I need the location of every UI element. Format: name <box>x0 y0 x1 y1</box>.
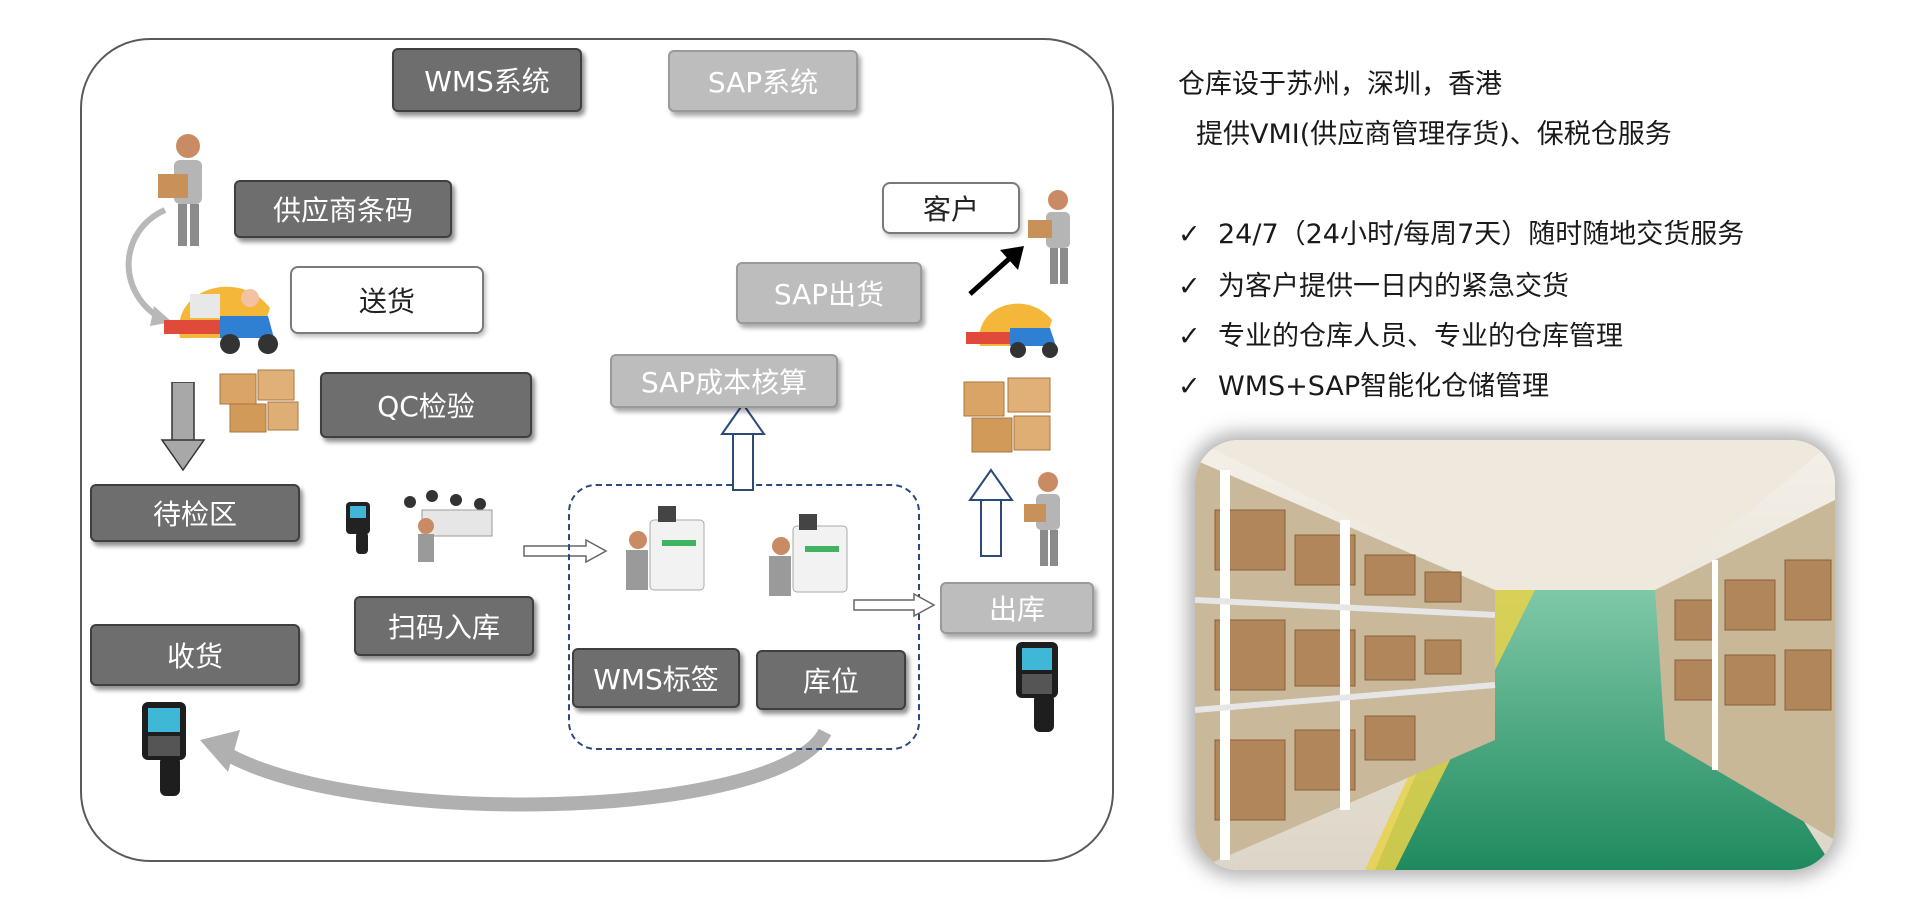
return-curve-arrow-icon <box>200 728 832 812</box>
cardboard-boxes-right-icon <box>963 377 1051 453</box>
location-box: 库位 <box>756 650 906 710</box>
right-arrow-icon <box>523 538 608 564</box>
pending-area-box: 待检区 <box>90 484 300 542</box>
warehouse-photo <box>1195 440 1835 870</box>
worker-person-icon <box>1024 472 1060 566</box>
customer-box: 客户 <box>882 182 1020 234</box>
delivery-scooter-right-icon <box>966 303 1058 358</box>
handheld-scanner-icon <box>346 502 370 554</box>
supplier-person-icon <box>158 134 202 246</box>
cardboard-boxes-icon <box>219 369 299 433</box>
bullet-item: ✓24/7（24小时/每周7天）随时随地交货服务 <box>1178 219 1745 250</box>
down-arrow-icon <box>160 382 206 472</box>
sap-system-box: SAP系统 <box>668 50 858 112</box>
qc-inspection-box: QC检验 <box>320 372 532 438</box>
handheld-scanner-outbound-icon <box>1016 642 1058 732</box>
workstation-icon <box>626 506 705 591</box>
black-arrow-icon <box>968 246 1024 296</box>
wms-label-box: WMS标签 <box>572 648 740 708</box>
up-arrow-icon <box>720 402 766 491</box>
outbound-box: 出库 <box>940 582 1094 634</box>
flow-panel <box>80 38 1114 862</box>
handheld-scanner-large-icon <box>142 702 186 796</box>
info-services: 提供VMI(供应商管理存货)、保税仓服务 <box>1196 119 1672 150</box>
sap-shipping-box: SAP出货 <box>736 262 922 324</box>
check-icon: ✓ <box>1178 271 1201 302</box>
wms-system-box: WMS系统 <box>392 48 582 112</box>
scan-inbound-box: 扫码入库 <box>354 596 534 656</box>
check-icon: ✓ <box>1178 321 1201 352</box>
up-arrow-right-icon <box>968 468 1014 557</box>
delivery-box: 送货 <box>290 266 484 334</box>
bullet-item: ✓WMS+SAP智能化仓储管理 <box>1178 371 1550 402</box>
customer-person-icon <box>1028 190 1070 284</box>
bullet-item: ✓为客户提供一日内的紧急交货 <box>1178 271 1569 302</box>
info-locations: 仓库设于苏州，深圳，香港 <box>1178 69 1502 100</box>
receiving-box: 收货 <box>90 624 300 686</box>
right-arrow-outbound-icon <box>853 592 936 618</box>
delivery-scooter-icon <box>164 286 278 354</box>
sap-costing-box: SAP成本核算 <box>610 354 838 408</box>
supplier-barcode-box: 供应商条码 <box>234 180 452 238</box>
workers-table-icon <box>404 490 493 562</box>
workstation-icon-2 <box>769 514 848 596</box>
check-icon: ✓ <box>1178 371 1201 402</box>
check-icon: ✓ <box>1178 219 1201 250</box>
bullet-item: ✓专业的仓库人员、专业的仓库管理 <box>1178 321 1623 352</box>
